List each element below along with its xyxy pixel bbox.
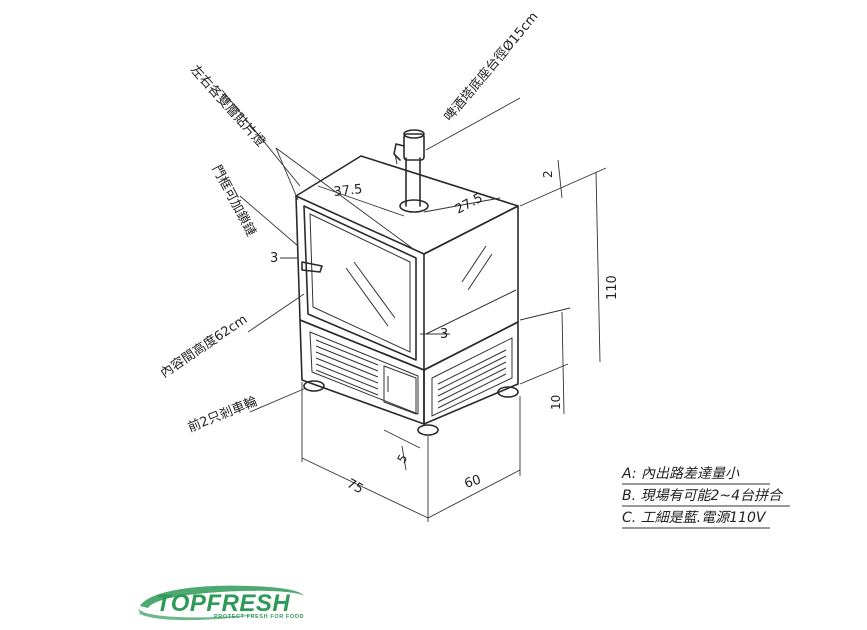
dim-depth-top: 37.5 xyxy=(333,182,363,200)
label-interior-height: 內容間高度62cm xyxy=(157,311,250,381)
topfresh-logo: TOPFRESH PROTECT FRESH FOR FOOD xyxy=(138,585,304,621)
note-a: A: 內出路差達量小 xyxy=(621,466,740,482)
vent-panel-front xyxy=(309,331,419,415)
label-door-frame: 門框可加鎖鏈 xyxy=(208,162,259,238)
vent-slots-side xyxy=(437,349,507,409)
base-side xyxy=(423,321,519,425)
caster-back-right xyxy=(497,386,519,398)
dim-height-total: 110 xyxy=(605,275,620,300)
vent-slots-front xyxy=(315,339,379,396)
dim-width-bottom: 75 xyxy=(344,476,366,497)
logo-tagline: PROTECT FRESH FOR FOOD xyxy=(214,614,304,620)
dim-depth-bottom: 60 xyxy=(463,472,483,491)
dim-side-3-right: 3 xyxy=(440,327,448,342)
vent-panel-side xyxy=(431,337,513,417)
dim-height-base: 10 xyxy=(549,395,563,410)
logo-name: TOPFRESH xyxy=(156,590,290,617)
notes-block: A: 內出路差達量小 B. 現場有可能2~4台拼合 C. 工細是藍.電源110V xyxy=(621,466,790,529)
glass-door xyxy=(303,205,417,361)
cabinet-drawing xyxy=(295,129,519,436)
access-door xyxy=(383,365,417,415)
label-top-left: 左右各雙層貼片燈 xyxy=(187,62,268,150)
note-b: B. 現場有可能2~4台拼合 xyxy=(622,488,784,504)
logo-swoosh-icon xyxy=(140,585,304,608)
cabinet-top xyxy=(295,155,519,255)
tap-spout xyxy=(393,143,405,161)
door-handle xyxy=(301,261,323,273)
leader-lines xyxy=(221,89,521,413)
caster-front-left xyxy=(303,380,325,392)
label-top-right: 啤酒塔底座台徑Ø15cm xyxy=(441,9,542,125)
dim-height-top-small: 2 xyxy=(541,170,555,178)
beer-tower xyxy=(393,129,429,213)
glass-door-inner xyxy=(309,213,411,353)
dim-side-3-left: 3 xyxy=(270,251,278,266)
caster-front-right xyxy=(417,424,439,436)
label-casters: 前2只剎車輪 xyxy=(186,393,260,435)
dimension-lines xyxy=(280,159,607,522)
note-c: C. 工細是藍.電源110V xyxy=(622,510,767,526)
dim-foot: 5 xyxy=(394,452,410,466)
